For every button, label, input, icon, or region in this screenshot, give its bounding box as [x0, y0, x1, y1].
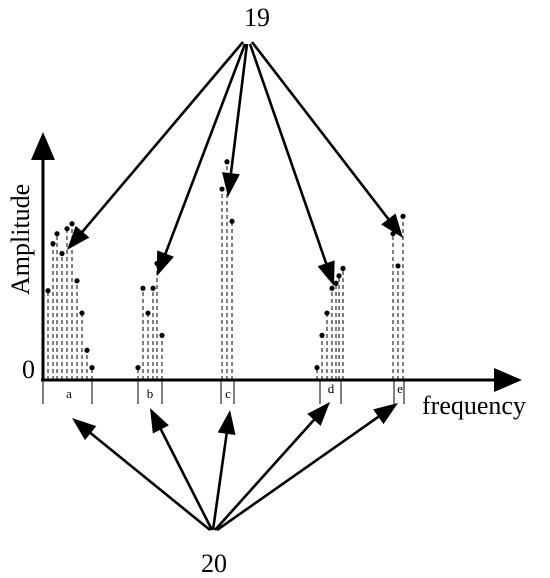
arrow-19-to-c	[222, 43, 249, 197]
arrow-19-to-b-head	[157, 250, 174, 276]
arrow-19-to-d-shaft	[248, 43, 329, 266]
group-brackets	[42, 380, 405, 404]
group-label-b: b	[147, 386, 154, 401]
spectral-peak-c-2	[224, 159, 230, 165]
group-labels: a b c d e	[66, 381, 403, 401]
arrow-20-to-e	[216, 403, 398, 532]
spectral-peak-a-3	[54, 231, 60, 237]
spectral-peak-d-2	[319, 332, 325, 338]
spectral-peak-e-3	[400, 213, 406, 219]
arrow-20-to-d-shaft	[214, 417, 317, 531]
arrow-19-to-a-head	[67, 225, 90, 250]
group-label-a: a	[66, 386, 72, 401]
arrow-20-to-a-head	[72, 418, 97, 441]
spectral-peak-a-10	[89, 365, 95, 371]
group-label-d: d	[328, 381, 335, 396]
spectral-peak-c-1	[219, 186, 225, 192]
spectral-peak-b-4	[150, 285, 156, 291]
arrow-19-to-b	[157, 43, 247, 276]
arrow-20-to-d-head	[307, 402, 330, 426]
spectral-peak-d-6	[336, 273, 342, 279]
spectral-peak-b-6	[159, 332, 165, 338]
arrow-20-to-b-head	[150, 408, 169, 434]
y-axis-label: Amplitude	[6, 184, 35, 295]
spectral-peak-a-6	[69, 221, 75, 227]
callout-20: 20	[201, 549, 227, 578]
spectral-peak-a-7	[74, 278, 80, 284]
spectral-peak-b-2	[140, 285, 146, 291]
spectral-peak-d-5	[333, 280, 339, 286]
arrow-19-to-a	[67, 41, 244, 250]
spectral-lines	[45, 159, 406, 380]
arrow-19-to-e	[250, 41, 403, 238]
arrow-20-to-d	[214, 402, 330, 531]
spectral-peak-a-9	[84, 347, 90, 353]
spectral-peak-a-4	[59, 250, 65, 257]
arrow-19-to-e-shaft	[250, 41, 391, 222]
spectral-peak-d-3	[324, 310, 330, 316]
origin-label: 0	[22, 355, 35, 384]
arrow-20-to-a	[72, 418, 211, 532]
arrow-20-to-c	[211, 410, 236, 531]
spectral-peak-d-4	[329, 285, 335, 291]
spectral-peak-a-5	[64, 226, 70, 232]
arrow-19-to-d	[248, 43, 335, 286]
spectral-peak-d-1	[314, 365, 320, 371]
arrow-19-to-c-shaft	[229, 43, 249, 176]
y-axis-arrowhead	[31, 132, 55, 160]
arrow-20-to-a-shaft	[88, 430, 211, 532]
spectral-peak-d-7	[340, 265, 346, 271]
arrow-20-to-e-shaft	[216, 414, 381, 532]
spectral-peak-e-2	[395, 263, 401, 269]
spectral-peak-a-1	[45, 288, 51, 294]
x-axis-arrowhead	[494, 368, 522, 392]
spectral-peak-a-8	[79, 310, 85, 316]
arrow-20-to-c-shaft	[211, 431, 229, 531]
spectral-peak-b-3	[145, 310, 151, 316]
spectral-peak-a-2	[50, 241, 56, 247]
group-label-c: c	[225, 386, 231, 401]
callout-19: 19	[244, 3, 270, 32]
arrow-19-to-d-head	[317, 260, 335, 286]
arrow-19-to-a-shaft	[80, 41, 244, 235]
arrow-20-to-e-head	[373, 403, 398, 425]
arrow-20-to-b	[150, 408, 214, 531]
axes	[31, 132, 522, 392]
spectral-peak-c-3	[229, 218, 235, 224]
spectral-peak-b-1	[135, 365, 141, 371]
group-label-e: e	[397, 381, 403, 396]
x-axis-label: frequency	[422, 391, 526, 420]
arrow-20-to-c-head	[217, 410, 236, 436]
arrow-19-to-e-head	[381, 213, 403, 238]
arrow-20-to-b-shaft	[158, 427, 214, 531]
arrow-19-to-b-shaft	[163, 43, 247, 256]
callout-arrows	[67, 41, 403, 532]
arrow-19-to-c-head	[222, 172, 240, 197]
